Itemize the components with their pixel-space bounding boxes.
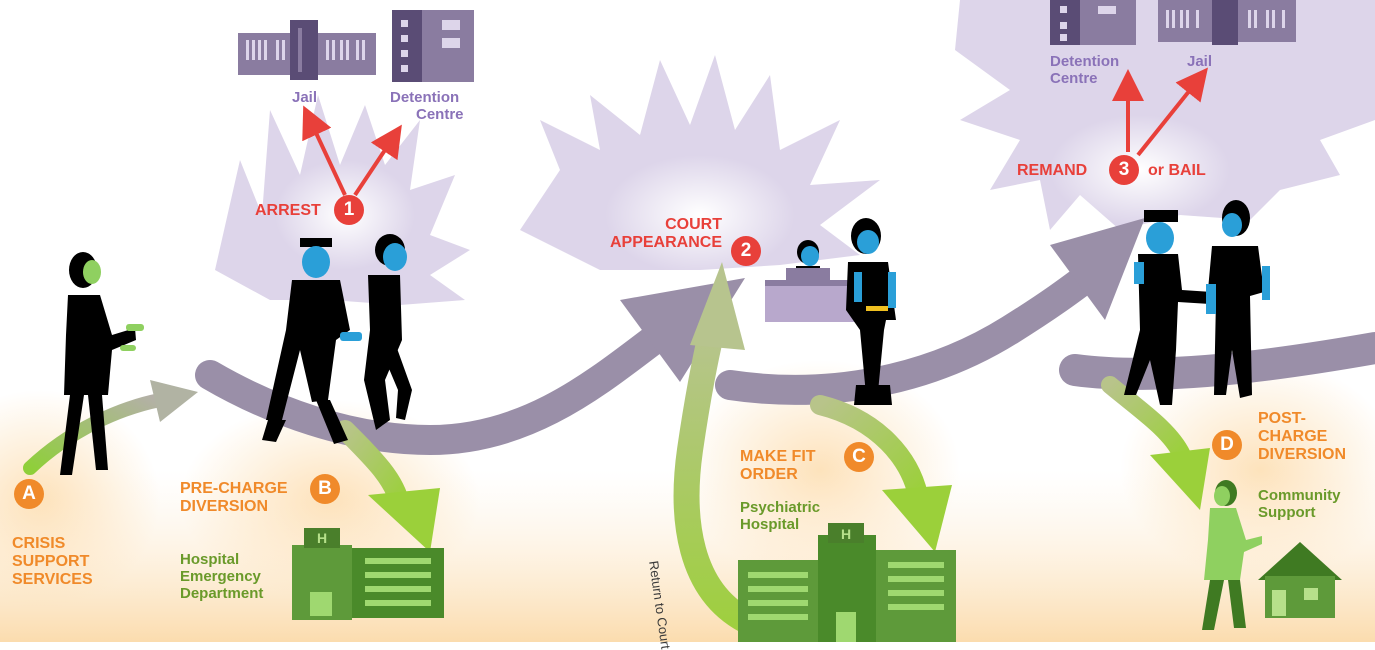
arrest-pointer-arrows bbox=[302, 105, 402, 197]
psychiatric-hospital-building-icon: H bbox=[738, 523, 956, 642]
psychiatric-line1: Psychiatric bbox=[740, 499, 821, 516]
arrest-label: ARREST bbox=[255, 202, 321, 219]
make-fit-line1: MAKE FIT bbox=[740, 448, 816, 465]
police-officer-figure-2 bbox=[1124, 210, 1212, 405]
detention-centre-label: Detention Centre bbox=[390, 89, 464, 124]
hospital-line1: Hospital bbox=[180, 551, 240, 568]
defendant-figure bbox=[846, 218, 896, 405]
crisis-line2: SUPPORT bbox=[12, 552, 90, 570]
hospital-line3: Department bbox=[180, 584, 264, 602]
main-path-3 bbox=[1059, 332, 1375, 390]
psychiatric-line2: Hospital bbox=[740, 515, 800, 533]
court-label-line1: COURT bbox=[665, 216, 722, 233]
house-icon bbox=[1258, 542, 1342, 618]
diversion-arrow-b bbox=[335, 420, 440, 552]
court-label-line2: APPEARANCE bbox=[609, 233, 722, 251]
burst-remand bbox=[955, 0, 1375, 230]
police-officer-figure-1 bbox=[262, 238, 350, 444]
crisis-line1: CRISIS bbox=[12, 535, 66, 552]
pre-charge-line2: DIVERSION bbox=[180, 497, 269, 515]
hospital-emergency-label: Hospital Emergency Department bbox=[180, 551, 264, 602]
crisis-support-label: CRISIS SUPPORT SERVICES bbox=[12, 535, 93, 589]
bailed-person-figure bbox=[1206, 200, 1270, 398]
svg-text:H: H bbox=[317, 530, 327, 546]
diversion-d-badge: D bbox=[1212, 430, 1242, 460]
community-support-label: Community Support bbox=[1258, 487, 1341, 522]
jail-label: Jail bbox=[292, 89, 318, 106]
bail-label: or BAIL bbox=[1148, 162, 1206, 179]
hospital-line2: Emergency bbox=[180, 567, 261, 585]
post-charge-diversion-label: POST- CHARGE DIVERSION bbox=[1258, 410, 1346, 464]
crisis-worker-figure bbox=[60, 252, 144, 475]
make-fit-line2: ORDER bbox=[740, 465, 798, 483]
step-3-badge: 3 bbox=[1109, 155, 1139, 185]
psychiatric-hospital-label: Psychiatric Hospital bbox=[740, 499, 821, 534]
arrested-person-figure bbox=[340, 234, 412, 430]
community-line2: Support bbox=[1258, 503, 1316, 521]
step-2-badge: 2 bbox=[731, 236, 761, 266]
detention-centre-building-icon bbox=[392, 10, 474, 82]
post-charge-line2: CHARGE bbox=[1258, 427, 1328, 445]
detention-centre-label-2: Detention Centre bbox=[1050, 53, 1120, 88]
hospital-emergency-building-icon: H bbox=[292, 528, 444, 620]
return-to-court-arrow bbox=[673, 262, 758, 633]
detention-centre-label-line1: Detention bbox=[390, 89, 460, 106]
remand-pointer-arrows bbox=[1112, 67, 1208, 157]
court-appearance-label: COURT APPEARANCE bbox=[594, 216, 722, 252]
post-charge-line1: POST- bbox=[1258, 410, 1307, 427]
pre-charge-line1: PRE-CHARGE bbox=[180, 480, 288, 497]
detention-centre-label-line2: Centre bbox=[416, 105, 464, 123]
diversion-c-badge: C bbox=[844, 442, 874, 472]
svg-text:H: H bbox=[841, 526, 851, 542]
diversion-b-badge: B bbox=[310, 474, 340, 504]
remand-label: REMAND bbox=[1017, 162, 1088, 179]
jail-building-icon-2 bbox=[1158, 0, 1296, 45]
diversion-arrow-c bbox=[810, 395, 952, 552]
detention-centre-2-line1: Detention bbox=[1050, 53, 1120, 70]
diversion-arrow-d bbox=[1101, 376, 1210, 510]
main-path-arrow-2 bbox=[715, 218, 1145, 405]
jail-building-icon bbox=[238, 20, 376, 80]
jail-label-2: Jail bbox=[1187, 53, 1213, 70]
community-line1: Community bbox=[1258, 487, 1341, 504]
crisis-line3: SERVICES bbox=[12, 570, 93, 588]
detention-centre-2-line2: Centre bbox=[1050, 69, 1098, 87]
step-1-badge: 1 bbox=[334, 195, 364, 225]
community-worker-figure bbox=[1202, 480, 1262, 630]
pre-charge-diversion-label: PRE-CHARGE DIVERSION bbox=[180, 480, 288, 516]
post-charge-line3: DIVERSION bbox=[1258, 445, 1347, 463]
detention-centre-building-icon-2 bbox=[1050, 0, 1136, 45]
make-fit-order-label: MAKE FIT ORDER bbox=[740, 448, 816, 484]
diversion-a-badge: A bbox=[14, 479, 44, 509]
